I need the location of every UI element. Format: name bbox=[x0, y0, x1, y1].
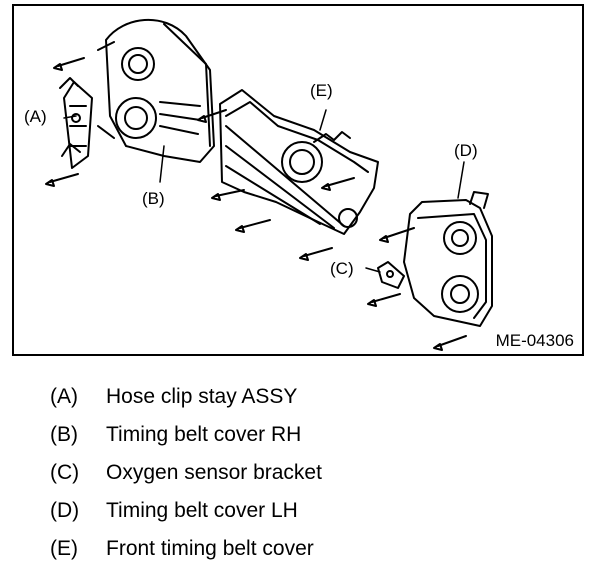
legend-text: Oxygen sensor bracket bbox=[106, 461, 322, 484]
callout-d: (D) bbox=[454, 141, 478, 160]
callout-a: (A) bbox=[24, 107, 47, 126]
timing-belt-cover-rh-part bbox=[97, 18, 215, 163]
timing-belt-cover-drawing bbox=[45, 18, 493, 351]
timing-belt-cover-lh-part bbox=[403, 191, 493, 327]
legend-key: (A) bbox=[50, 385, 78, 408]
legend-text: Front timing belt cover bbox=[106, 537, 314, 560]
legend-item: (E) Front timing belt cover bbox=[50, 530, 322, 568]
legend-item: (B) Timing belt cover RH bbox=[50, 416, 322, 454]
leader-lines bbox=[63, 109, 465, 273]
callout-b: (B) bbox=[142, 189, 165, 208]
legend-key: (E) bbox=[50, 537, 78, 560]
callout-c: (C) bbox=[330, 259, 354, 278]
hose-clip-stay-part bbox=[59, 77, 93, 169]
legend: (A) Hose clip stay ASSY (B) Timing belt co… bbox=[50, 378, 322, 568]
legend-item: (D) Timing belt cover LH bbox=[50, 492, 322, 530]
legend-item: (A) Hose clip stay ASSY bbox=[50, 378, 322, 416]
legend-item: (C) Oxygen sensor bracket bbox=[50, 454, 322, 492]
legend-key: (D) bbox=[50, 499, 80, 522]
figure-id: ME-04306 bbox=[495, 331, 574, 350]
oxygen-sensor-bracket-part bbox=[377, 261, 405, 289]
legend-text: Hose clip stay ASSY bbox=[106, 385, 298, 408]
legend-key: (B) bbox=[50, 423, 78, 446]
exploded-diagram-frame: (A) (B) (C) (D) (E) ME-04306 bbox=[12, 4, 584, 356]
bolts bbox=[45, 57, 467, 351]
front-timing-belt-cover-part bbox=[219, 89, 379, 235]
legend-text: Timing belt cover RH bbox=[106, 423, 302, 446]
callout-e: (E) bbox=[310, 81, 333, 100]
legend-text: Timing belt cover LH bbox=[106, 499, 298, 522]
legend-key: (C) bbox=[50, 461, 80, 484]
